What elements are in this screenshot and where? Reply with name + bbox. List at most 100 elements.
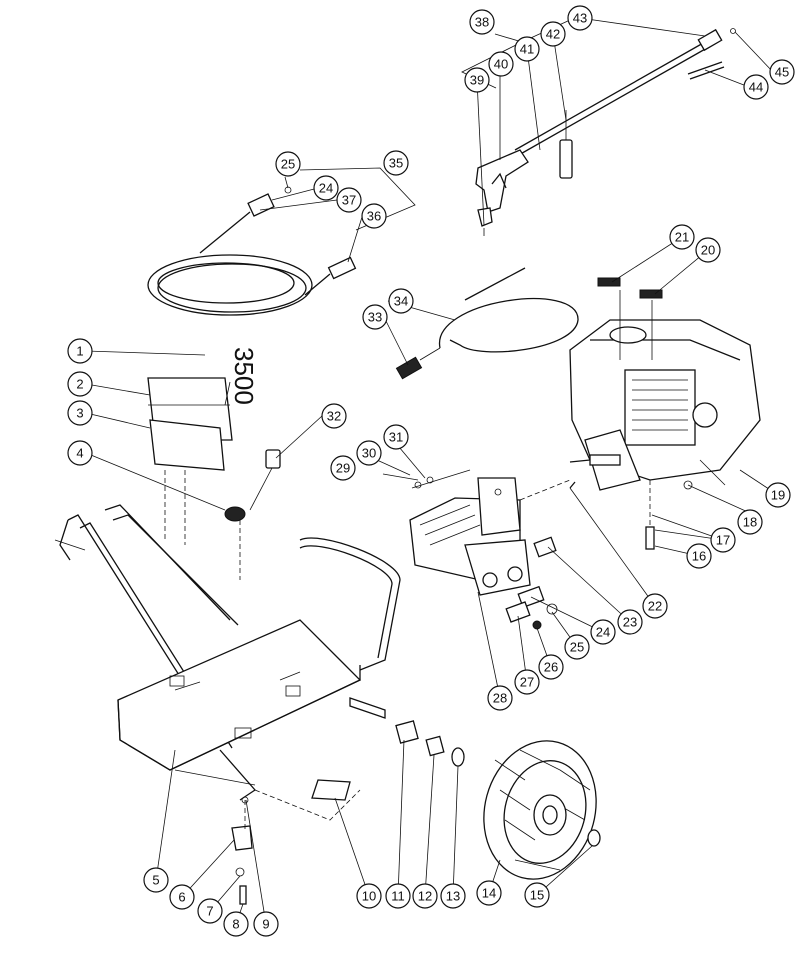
svg-text:17: 17 [716,533,730,548]
svg-text:24: 24 [596,625,610,640]
svg-text:25: 25 [570,640,584,655]
balloon-38: 38 [469,9,495,35]
fuel-cap [609,326,647,344]
engine-bolt [645,526,655,550]
base-plate [117,619,362,771]
svg-text:23: 23 [623,615,637,630]
washer-13 [451,747,465,767]
svg-text:15: 15 [530,888,544,903]
svg-text:35: 35 [389,156,403,171]
svg-text:31: 31 [389,430,403,445]
balloon-12: 12 [412,883,438,909]
balloon-27: 27 [514,669,540,695]
balloon-8: 8 [223,911,249,937]
balloon-24: 24 [590,619,616,645]
svg-text:32: 32 [327,409,341,424]
svg-text:6: 6 [178,890,185,905]
balloon-18: 18 [737,509,763,535]
balloon-41: 41 [514,36,540,62]
wand-handle [559,139,573,179]
svg-text:11: 11 [391,889,405,904]
cart-frame [54,504,401,821]
svg-text:26: 26 [544,660,558,675]
balloon-42: 42 [540,21,566,47]
svg-text:38: 38 [475,15,489,30]
svg-text:41: 41 [520,42,534,57]
balloon-10: 10 [356,883,382,909]
balloon-32: 32 [321,403,347,429]
balloon-13: 13 [440,883,466,909]
svg-text:36: 36 [367,209,381,224]
svg-text:12: 12 [418,889,432,904]
svg-text:43: 43 [573,11,587,26]
svg-text:5: 5 [152,873,159,888]
balloon-36: 36 [361,203,387,229]
balloon-22: 22 [642,593,668,619]
svg-text:29: 29 [336,461,350,476]
decal-group: 3500 [147,347,259,545]
svg-text:45: 45 [775,65,789,80]
cap-4 [224,506,246,522]
balloon-19: 19 [765,482,791,508]
svg-text:42: 42 [546,27,560,42]
svg-text:20: 20 [701,243,715,258]
decal-3 [149,419,225,471]
axle [349,697,386,719]
pump-fitting-27 [505,601,531,623]
svg-text:3: 3 [76,406,83,421]
foot-10 [311,779,351,801]
svg-text:10: 10 [362,889,376,904]
balloon-45: 45 [769,59,795,85]
balloon-15: 15 [524,882,550,908]
chemical-hose [395,267,579,380]
balloon-25: 25 [564,634,590,660]
balloon-11: 11 [385,883,411,909]
bushing-12 [425,735,445,757]
balloon-35: 35 [383,150,409,176]
balloon-14: 14 [476,880,502,906]
o-ring-45 [730,28,736,34]
cap-15 [587,829,601,847]
svg-text:2: 2 [76,377,83,392]
bumper-parts [231,796,253,905]
balloon-20: 20 [695,237,721,263]
balloon-7: 7 [197,898,223,924]
balloon-43: 43 [567,5,593,31]
svg-text:37: 37 [342,193,356,208]
svg-text:28: 28 [493,691,507,706]
svg-text:18: 18 [743,515,757,530]
balloon-25-hose: 25 [275,151,301,177]
engine [569,277,761,550]
balloon-6: 6 [169,884,195,910]
pump-flange [477,477,521,536]
svg-text:19: 19 [771,488,785,503]
svg-text:39: 39 [470,73,484,88]
balloon-39: 39 [464,67,490,93]
bumper-6 [231,825,253,851]
spray-gun-body [475,149,529,213]
balloon-26: 26 [538,654,564,680]
balloon-17: 17 [710,527,736,553]
balloon-9: 9 [253,911,279,937]
svg-text:16: 16 [692,549,706,564]
svg-text:34: 34 [394,294,408,309]
svg-text:7: 7 [206,904,213,919]
spacer-11 [395,720,419,744]
svg-text:27: 27 [520,675,534,690]
pump-fitting-23 [533,536,557,558]
svg-text:13: 13 [446,889,460,904]
svg-text:8: 8 [232,917,239,932]
balloon-33: 33 [362,304,388,330]
decal-20 [639,289,663,299]
nozzle-coupler [697,28,723,52]
decal-21 [597,277,621,287]
balloon-21: 21 [669,224,695,250]
balloon-23: 23 [617,609,643,635]
balloon-2: 2 [67,371,93,397]
balloon-30: 30 [356,440,382,466]
svg-text:30: 30 [362,446,376,461]
chemical-filter [395,356,423,380]
spray-gun-assembly [461,19,736,236]
svg-text:9: 9 [262,917,269,932]
